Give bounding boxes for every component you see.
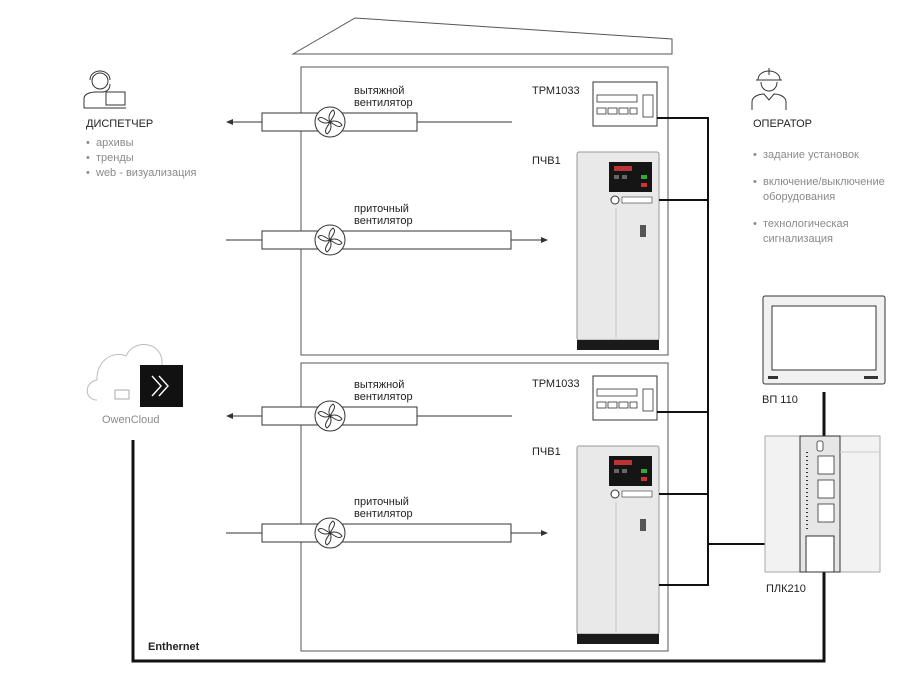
vp110-panel [762, 295, 886, 385]
operator-person-icon [751, 68, 787, 110]
list-item: тренды [86, 151, 196, 166]
vp110-label: ВП 110 [762, 394, 798, 406]
trm1033-device-1 [592, 81, 658, 127]
exhaust-fan-label: вытяжной вентилятор [354, 85, 413, 109]
trm1033-label: ТРМ1033 [532, 378, 580, 390]
trm1033-label: ТРМ1033 [532, 85, 580, 97]
list-item: задание установок [753, 148, 885, 163]
dispatcher-title: ДИСПЕТЧЕР [86, 118, 154, 130]
chevron-right-icon [151, 375, 169, 397]
laptop-icon [114, 389, 130, 400]
dispatcher-person-icon [83, 70, 126, 109]
list-item: технологическая сигнализация [753, 217, 885, 247]
plc210-label: ПЛК210 [766, 583, 806, 595]
rs485-bus [657, 117, 766, 586]
exhaust-fan-icon [314, 400, 346, 432]
pchv1-label: ПЧВ1 [532, 446, 561, 458]
pchv1-label: ПЧВ1 [532, 155, 561, 167]
operator-list: задание установок включение/выключение о… [753, 136, 885, 259]
unit-frame-2 [300, 362, 669, 652]
plc210-device [764, 435, 881, 573]
building-roof [291, 17, 673, 55]
exhaust-fan-label: вытяжной вентилятор [354, 379, 413, 403]
list-item: web - визуализация [86, 166, 196, 181]
ethernet-label: Enthernet [148, 641, 200, 653]
operator-title: ОПЕРАТОР [753, 118, 812, 130]
supply-duct-1 [261, 230, 512, 250]
cloud-icon [86, 344, 163, 401]
pchv1-drive-2 [576, 445, 660, 644]
supply-duct-2 [261, 523, 512, 543]
ethernet-line [131, 440, 826, 663]
supply-fan-label: приточный вентилятор [354, 496, 413, 520]
exhaust-fan-icon [314, 106, 346, 138]
list-item: включение/выключение оборудования [753, 175, 885, 205]
supply-fan-icon [314, 224, 346, 256]
list-item: архивы [86, 136, 196, 151]
trm1033-device-2 [592, 375, 658, 421]
unit-frame-1 [300, 66, 669, 356]
dispatcher-list: архивы тренды web - визуализация [86, 136, 196, 181]
pchv1-drive-1 [576, 151, 660, 350]
supply-fan-icon [314, 517, 346, 549]
owencloud-label: OwenCloud [102, 414, 160, 426]
supply-fan-label: приточный вентилятор [354, 203, 413, 227]
